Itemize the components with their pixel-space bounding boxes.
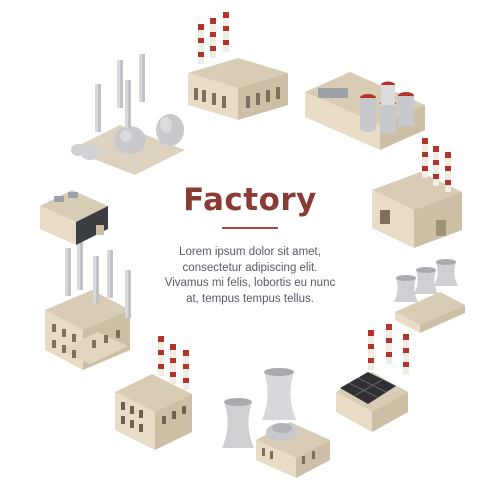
factory-warehouse-right: [372, 138, 462, 248]
factory-small-left: [40, 190, 108, 245]
description-line: consectetur adipiscing elit.: [182, 261, 318, 274]
factory-power-plant-bottom: [222, 368, 330, 478]
factory-chimneys-top: [188, 12, 288, 120]
description-line: Vivamus mi felis, lobortis eu nunc: [164, 277, 336, 289]
factory-solar-panels: [336, 324, 409, 432]
title-divider: [222, 227, 278, 229]
description-text: Lorem ipsum dolor sit amet, consectetur …: [150, 245, 350, 307]
factory-office-bottom-left: [115, 336, 192, 450]
factory-tanks-right: [305, 72, 425, 150]
page-title: Factory: [183, 182, 317, 218]
description-line: at, tempus tempus tellus.: [186, 292, 314, 305]
description-line: Lorem ipsum dolor sit amet,: [179, 246, 321, 258]
factory-large-left: [45, 242, 131, 370]
factory-cooling-towers-right: [394, 259, 465, 333]
factory-refinery-top-left: [70, 54, 185, 175]
